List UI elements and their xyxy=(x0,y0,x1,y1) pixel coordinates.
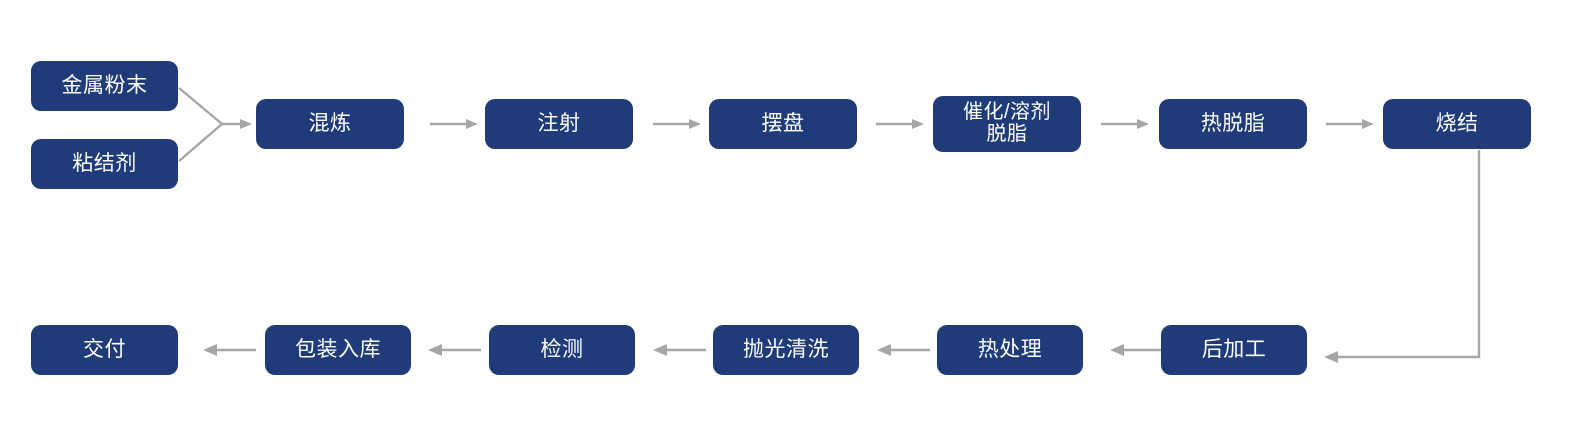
node-injection[interactable]: 注射 xyxy=(485,99,633,149)
connector-merge-to-mixing xyxy=(178,87,252,162)
node-metal-powder[interactable]: 金属粉末 xyxy=(31,61,178,111)
connector-polishing-to-inspection xyxy=(653,344,706,356)
node-delivery[interactable]: 交付 xyxy=(31,325,178,375)
connector-sintering-to-post-processing xyxy=(1324,150,1481,363)
node-tray-arrangement[interactable]: 摆盘 xyxy=(709,99,857,149)
connector-packaging-to-delivery xyxy=(203,344,256,356)
connector-tray-to-debinding xyxy=(876,119,924,129)
node-polishing-cleaning[interactable]: 抛光清洗 xyxy=(713,325,859,375)
node-thermal-debinding[interactable]: 热脱脂 xyxy=(1159,99,1307,149)
node-catalytic-solvent-debinding[interactable]: 催化/溶剂 脱脂 xyxy=(933,96,1081,152)
node-post-processing[interactable]: 后加工 xyxy=(1161,325,1307,375)
connector-heat-treatment-to-polishing xyxy=(877,344,930,356)
connector-thermal-to-sintering xyxy=(1326,119,1374,129)
node-mixing[interactable]: 混炼 xyxy=(256,99,404,149)
node-binder[interactable]: 粘结剂 xyxy=(31,139,178,189)
node-packaging-warehousing[interactable]: 包装入库 xyxy=(265,325,411,375)
node-inspection[interactable]: 检测 xyxy=(489,325,635,375)
connector-post-processing-to-heat-treatment xyxy=(1110,344,1163,356)
connector-debinding-to-thermal xyxy=(1101,119,1149,129)
connector-injection-to-tray xyxy=(653,119,701,129)
connector-mixing-to-injection xyxy=(430,119,478,129)
node-sintering[interactable]: 烧结 xyxy=(1383,99,1531,149)
node-heat-treatment[interactable]: 热处理 xyxy=(937,325,1083,375)
connector-inspection-to-packaging xyxy=(428,344,481,356)
